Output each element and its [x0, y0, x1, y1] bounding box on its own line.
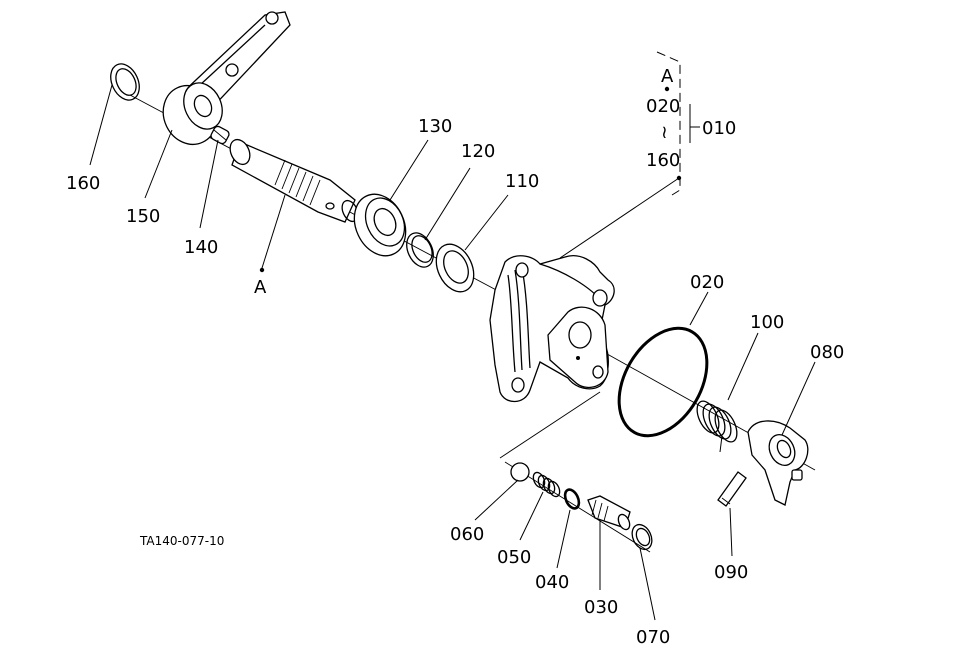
part-130-oil-seal — [353, 193, 407, 257]
callout-140: 140 — [184, 237, 218, 258]
callout-050: 050 — [497, 547, 531, 568]
governor-housing — [489, 255, 615, 403]
callout-030: 030 — [584, 597, 618, 618]
callout-070: 070 — [636, 627, 670, 648]
part-070-snap-ring — [631, 523, 653, 551]
part-050-spring — [532, 471, 561, 498]
drawing-reference-code: TA140-077-10 — [139, 534, 224, 548]
bracket-ref-a: A — [661, 66, 674, 87]
shaft-marker-dot — [259, 267, 265, 273]
shaft-marker-a: A — [254, 277, 267, 298]
control-shaft — [229, 138, 359, 223]
callout-010: 010 — [702, 118, 736, 139]
leader-lines — [89, 84, 816, 621]
bracket-from-020: 020 — [646, 96, 680, 117]
part-060-ball — [510, 462, 530, 482]
bracket-range-mark: ≀ — [661, 122, 668, 143]
callout-150: 150 — [126, 206, 160, 227]
callout-110: 110 — [505, 171, 539, 192]
callout-120: 120 — [461, 141, 495, 162]
callout-060: 060 — [450, 524, 484, 545]
part-110-washer — [435, 243, 475, 293]
callout-080: 080 — [810, 342, 844, 363]
callout-040: 040 — [535, 572, 569, 593]
callout-090: 090 — [714, 562, 748, 583]
part-020-o-ring — [617, 326, 709, 438]
part-080-lever-plate — [747, 420, 809, 506]
part-160-snap-ring — [110, 63, 140, 101]
part-090-pin — [717, 471, 747, 507]
part-100-spring — [696, 400, 738, 453]
housing-to-subassembly-leader — [499, 391, 601, 459]
part-150-lever — [162, 11, 291, 145]
callout-160: 160 — [66, 173, 100, 194]
part-140-pin — [210, 125, 230, 145]
callout-020: 020 — [690, 272, 724, 293]
callout-100: 100 — [750, 312, 784, 333]
part-040-o-ring — [563, 488, 581, 510]
callout-130: 130 — [418, 116, 452, 137]
part-030-plug — [587, 495, 631, 531]
bracket-to-160: 160 — [646, 150, 680, 171]
part-120-circlip — [406, 232, 434, 268]
